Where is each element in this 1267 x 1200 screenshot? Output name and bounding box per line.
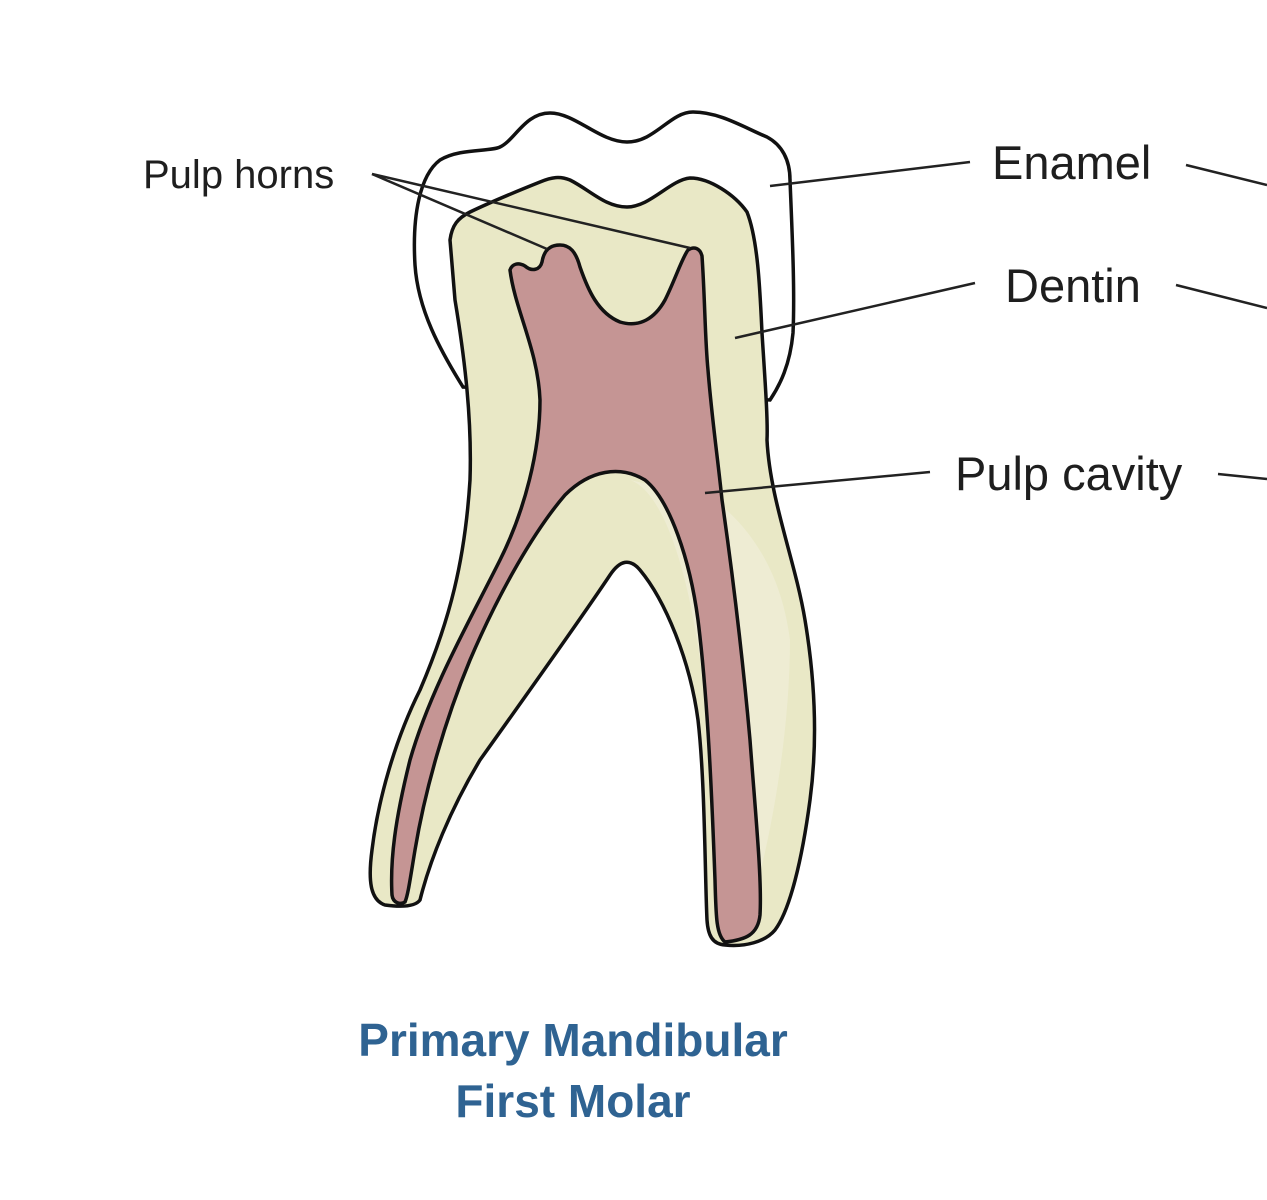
label-dentin: Dentin <box>1005 259 1141 312</box>
leader-pulp-horn-1 <box>371 172 548 251</box>
leader-pulp-cavity-right <box>1217 472 1267 481</box>
pulp-shape <box>389 243 763 944</box>
label-pulp-horns: Pulp horns <box>143 153 334 197</box>
label-enamel: Enamel <box>992 136 1151 189</box>
title-line-1: Primary Mandibular <box>358 1014 788 1066</box>
label-pulp-cavity: Pulp cavity <box>955 447 1183 500</box>
leader-lines <box>371 160 1267 495</box>
leader-pulp-cavity <box>704 470 931 495</box>
leader-dentin-right <box>1175 283 1267 310</box>
leader-enamel-right <box>1185 163 1267 187</box>
leader-pulp-horn-2 <box>371 172 691 250</box>
leader-enamel <box>769 160 971 188</box>
leader-dentin <box>734 281 976 340</box>
title-line-2: First Molar <box>455 1075 690 1127</box>
